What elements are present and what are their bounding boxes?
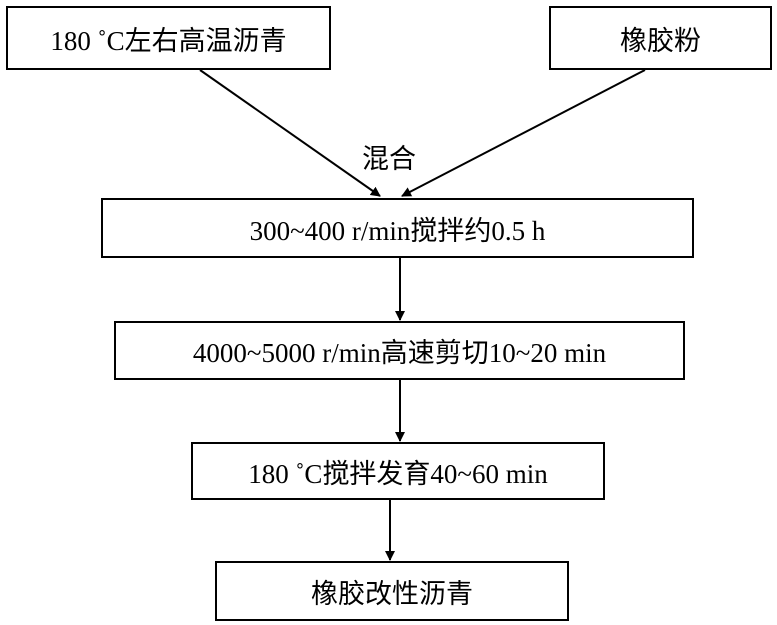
rubber-modified-asphalt-label: 橡胶改性沥青 <box>311 578 473 609</box>
development-step-label: 180 ˚C搅拌发育40~60 min <box>248 458 548 489</box>
rubber-powder-label: 橡胶粉 <box>620 25 701 56</box>
mixing-label: 混合 <box>362 144 416 174</box>
shearing-step-box: 4000~5000 r/min高速剪切10~20 min <box>114 321 685 380</box>
stirring-step-box: 300~400 r/min搅拌约0.5 h <box>101 198 694 258</box>
hot-asphalt-label: 180 ˚C左右高温沥青 <box>50 25 287 56</box>
arrow-asphalt-to-mixing <box>199 69 381 197</box>
arrow-rubber-to-mixing <box>401 69 646 197</box>
hot-asphalt-box: 180 ˚C左右高温沥青 <box>6 6 331 70</box>
development-step-box: 180 ˚C搅拌发育40~60 min <box>191 442 605 500</box>
rubber-powder-box: 橡胶粉 <box>549 6 772 70</box>
rubber-modified-asphalt-box: 橡胶改性沥青 <box>215 561 569 621</box>
stirring-step-label: 300~400 r/min搅拌约0.5 h <box>249 215 546 246</box>
shearing-step-label: 4000~5000 r/min高速剪切10~20 min <box>192 338 607 368</box>
